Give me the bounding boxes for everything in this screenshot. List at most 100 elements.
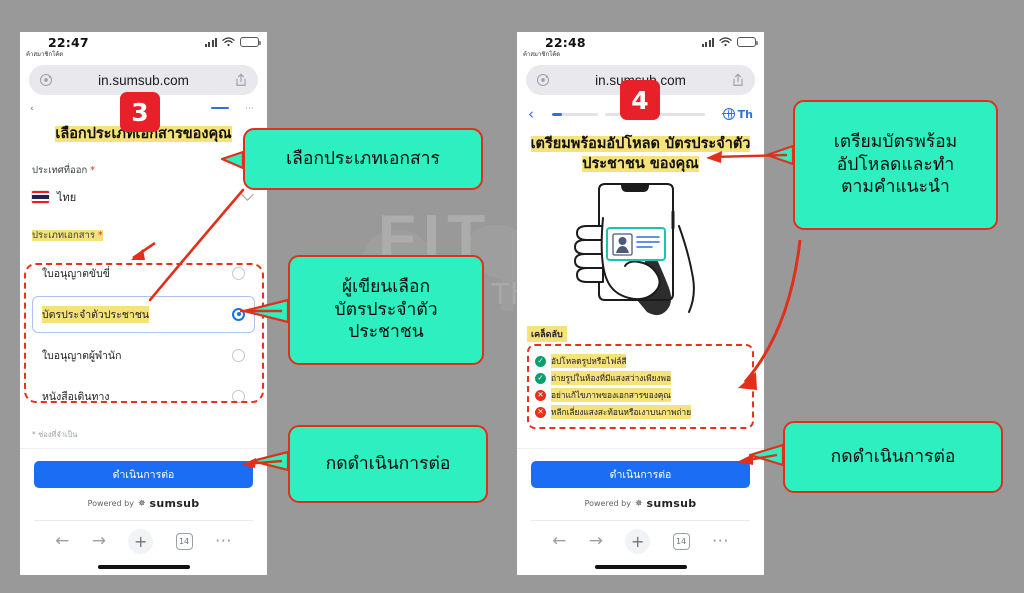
page-body-right: เตรียมพร้อมอัปโหลด บัตรประจำตัวประชาชน ข…: [517, 135, 764, 320]
powered-by-prefix: Powered by: [87, 499, 134, 508]
globe-icon: [722, 107, 735, 121]
nav-back-icon[interactable]: ‹: [30, 104, 34, 114]
share-icon[interactable]: [234, 73, 248, 87]
status-time: 22:47: [48, 35, 89, 50]
tip-text: ถ่ายรูปในห้องที่มีแสงสว่างเพียงพอ: [551, 371, 671, 386]
check-circle-icon: ✓: [535, 355, 546, 367]
page-body-left: เลือกประเภทเอกสารของคุณ ประเทศที่ออก * ไ…: [20, 125, 267, 441]
tip-text: อย่าแก้ไขภาพของเอกสารของคุณ: [551, 388, 671, 403]
forward-arrow-icon[interactable]: →: [588, 531, 603, 551]
wifi-icon: [719, 37, 732, 47]
country-select[interactable]: ไทย: [32, 188, 255, 210]
callout-press-continue-right: กดดำเนินการต่อ: [783, 421, 1003, 493]
status-carrier: ค้าสมาชิกโค้ด: [523, 51, 561, 58]
tip-text: อัปโหลดรูปหรือไฟล์สี: [551, 354, 627, 369]
radio-button[interactable]: [232, 348, 245, 362]
back-arrow-icon[interactable]: ←: [552, 531, 567, 551]
sumsub-logo-icon: ✵: [137, 498, 146, 509]
page-title-text: เตรียมพร้อมอัปโหลด บัตรประจำตัวประชาชน ข…: [530, 136, 751, 172]
plus-icon[interactable]: +: [128, 529, 154, 554]
language-label: Th: [737, 107, 753, 121]
url-bar-container-left: in.sumsub.com: [20, 62, 267, 101]
plus-icon[interactable]: +: [625, 529, 651, 554]
forward-arrow-icon[interactable]: →: [91, 531, 106, 551]
chevron-down-icon[interactable]: [241, 188, 254, 201]
doctype-required-mark: *: [97, 229, 103, 241]
status-bar-left: 22:47 ค้าสมาชิกโค้ด: [20, 32, 267, 62]
tips-section: เคล็ดลับ ✓ อัปโหลดรูปหรือไฟล์สี ✓ ถ่ายรู…: [527, 322, 754, 430]
powered-by-prefix: Powered by: [584, 499, 631, 508]
home-indicator: [97, 565, 190, 569]
option-label: ใบอนุญาตขับขี่: [42, 267, 110, 280]
footer-right: ดำเนินการต่อ Powered by ✵ sumsub ← → + 1…: [517, 448, 764, 575]
tips-list: ✓ อัปโหลดรูปหรือไฟล์สี ✓ ถ่ายรูปในห้องที…: [527, 344, 754, 430]
status-bar-right: 22:48 ค้าสมาชิกโค้ด: [517, 32, 764, 62]
continue-button[interactable]: ดำเนินการต่อ: [34, 461, 253, 488]
signal-icon: [204, 37, 217, 47]
country-required-mark: *: [90, 164, 95, 176]
option-national-id[interactable]: บัตรประจำตัวประชาชน: [32, 295, 255, 333]
powered-by-right: Powered by ✵ sumsub: [531, 497, 750, 510]
continue-button[interactable]: ดำเนินการต่อ: [531, 461, 750, 488]
doctype-label-text: ประเภทเอกสาร *: [32, 229, 103, 241]
nav-row-left: ‹ ⋯: [20, 101, 267, 117]
progress-segment-3: [658, 112, 705, 116]
option-label: หนังสือเดินทาง: [42, 390, 110, 403]
status-carrier: ค้าสมาชิกโค้ด: [26, 51, 64, 58]
callout-select-doc-type: เลือกประเภทเอกสาร: [243, 128, 483, 190]
tips-title: เคล็ดลับ: [527, 326, 567, 343]
option-label: บัตรประจำตัวประชาชน: [42, 305, 150, 323]
country-value: ไทย: [57, 190, 77, 204]
tip-item: ✕ หลีกเลี่ยงแสงสะท้อนหรือเงาบนภาพถ่าย: [535, 405, 746, 420]
page-settings-icon[interactable]: [39, 73, 53, 87]
highlight-document-options: [24, 263, 264, 403]
address-bar[interactable]: in.sumsub.com: [29, 65, 258, 95]
wifi-icon: [222, 37, 235, 47]
option-label: ใบอนุญาตผู้พำนัก: [42, 349, 122, 362]
chevron-left-icon[interactable]: ‹: [528, 104, 534, 123]
status-time: 22:48: [545, 35, 586, 50]
step-badge-4: 4: [620, 80, 660, 120]
callout-prepare-card: เตรียมบัตรพร้อม อัปโหลดและทำ ตามคำแนะนำ: [793, 100, 998, 230]
share-icon[interactable]: [731, 73, 745, 87]
cross-circle-icon: ✕: [535, 389, 546, 401]
sumsub-logo-icon: ✵: [634, 498, 643, 509]
document-type-options: ใบอนุญาตขับขี่ บัตรประจำตัวประชาชน ใบอนุ…: [32, 255, 255, 415]
country-field-label: ประเทศที่ออก *: [32, 163, 255, 178]
tab-count-icon[interactable]: 14: [175, 533, 193, 550]
tab-count-icon[interactable]: 14: [672, 533, 690, 550]
tip-item: ✓ ถ่ายรูปในห้องที่มีแสงสว่างเพียงพอ: [535, 371, 746, 386]
more-dots-icon[interactable]: ⋯: [711, 531, 729, 551]
nav-progress-indicator: [211, 107, 229, 109]
callout-author-chose-id-card: ผู้เขียนเลือก บัตรประจำตัว ประชาชน: [288, 255, 484, 365]
page-title-text: เลือกประเภทเอกสารของคุณ: [55, 126, 232, 142]
tip-item: ✕ อย่าแก้ไขภาพของเอกสารของคุณ: [535, 388, 746, 403]
tip-item: ✓ อัปโหลดรูปหรือไฟล์สี: [535, 354, 746, 369]
page-title-right: เตรียมพร้อมอัปโหลด บัตรประจำตัวประชาชน ข…: [529, 135, 752, 174]
powered-by-brand: sumsub: [646, 497, 697, 510]
battery-icon: [737, 37, 758, 47]
status-indicators: [701, 37, 758, 47]
tip-text: หลีกเลี่ยงแสงสะท้อนหรือเงาบนภาพถ่าย: [551, 405, 692, 420]
battery-icon: [240, 37, 261, 47]
browser-toolbar-right: ← → + 14 ⋯: [531, 520, 750, 562]
back-arrow-icon[interactable]: ←: [55, 531, 70, 551]
status-indicators: [204, 37, 261, 47]
home-indicator: [594, 565, 687, 569]
powered-by-brand: sumsub: [149, 497, 200, 510]
callout-press-continue-left: กดดำเนินการต่อ: [288, 425, 488, 503]
browser-toolbar-left: ← → + 14 ⋯: [34, 520, 253, 562]
cross-circle-icon: ✕: [535, 406, 546, 418]
language-selector[interactable]: Th: [722, 107, 753, 121]
nav-more-icon[interactable]: ⋯: [245, 104, 255, 114]
step-badge-3: 3: [120, 92, 160, 132]
powered-by-left: Powered by ✵ sumsub: [34, 497, 253, 510]
progress-segment-1: [552, 112, 599, 116]
page-settings-icon[interactable]: [536, 73, 550, 87]
option-residence-permit[interactable]: ใบอนุญาตผู้พำนัก: [32, 337, 255, 374]
signal-icon: [701, 37, 714, 47]
illustration-hand-holding-phone: [529, 182, 752, 320]
more-dots-icon[interactable]: ⋯: [214, 531, 232, 551]
country-label-text: ประเทศที่ออก: [32, 164, 88, 176]
